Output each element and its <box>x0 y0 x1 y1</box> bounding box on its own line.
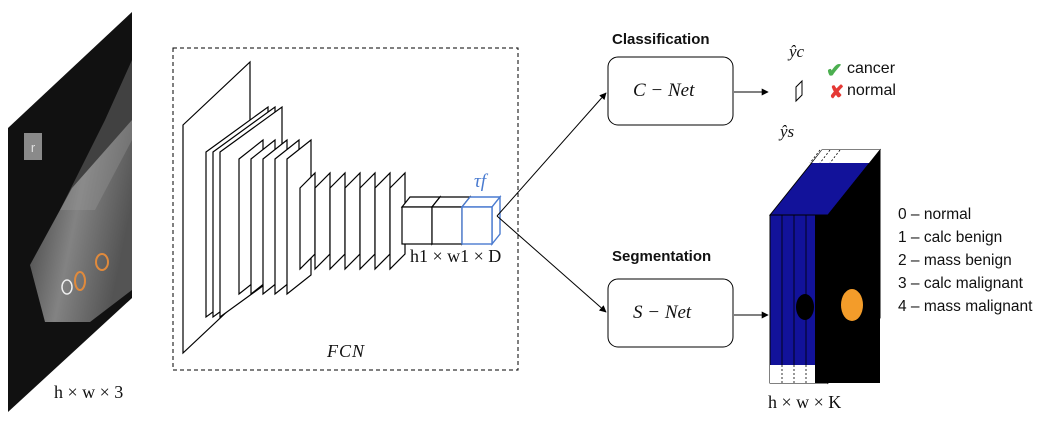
segmentation-volume <box>768 148 882 385</box>
class-output-vector <box>795 79 803 103</box>
c-net-label: C − Net <box>633 80 695 101</box>
normal-cross-icon: ✘ <box>829 82 845 102</box>
arrow-to-classification <box>496 92 607 217</box>
feature-symbol: τf <box>474 171 487 192</box>
legend-item: 0 – normal <box>898 206 972 223</box>
legend-item: 2 – mass benign <box>898 252 1012 269</box>
class-label-normal: normal <box>847 82 896 99</box>
lesion-outline-orange <box>95 253 109 271</box>
seg-output-dims: h × w × K <box>768 392 842 412</box>
fcn-layer-stage-2 <box>238 138 312 296</box>
fcn-box <box>172 47 519 371</box>
feature-dims-label: h1 × w1 × D <box>410 246 502 266</box>
c-net-box <box>607 56 734 126</box>
mammogram-image: r <box>8 12 132 412</box>
input-dims-label: h × w × 3 <box>54 382 124 402</box>
seg-output-symbol: ŷs <box>780 122 795 141</box>
segmentation-title: Segmentation <box>612 248 712 265</box>
mammogram-marker-box <box>24 133 42 160</box>
feature-map-cube <box>460 195 502 246</box>
class-output-symbol: ŷc <box>789 42 805 61</box>
lesion-outline-white <box>61 279 73 295</box>
mammogram-marker: r <box>31 140 36 155</box>
classification-title: Classification <box>612 31 710 48</box>
arrow-to-segmentation <box>496 215 607 313</box>
s-net-label: S − Net <box>633 302 692 323</box>
class-legend: 0 – normal 1 – calc benign 2 – mass beni… <box>898 203 1032 318</box>
legend-item: 4 – mass malignant <box>898 298 1033 315</box>
legend-item: 1 – calc benign <box>898 229 1003 246</box>
fcn-layer-stage-3 <box>299 171 406 271</box>
fcn-layer-stage-4 <box>400 195 472 246</box>
class-label-cancer: cancer <box>847 60 896 77</box>
legend-item: 3 – calc malignant <box>898 275 1023 292</box>
seg-lesion-orange <box>841 289 863 321</box>
cancer-check-icon: ✔ <box>826 60 843 82</box>
s-net-box <box>607 278 734 348</box>
seg-lesion-dark <box>796 294 814 320</box>
lesion-outline-orange <box>74 271 86 291</box>
fcn-label: FCN <box>327 341 366 361</box>
